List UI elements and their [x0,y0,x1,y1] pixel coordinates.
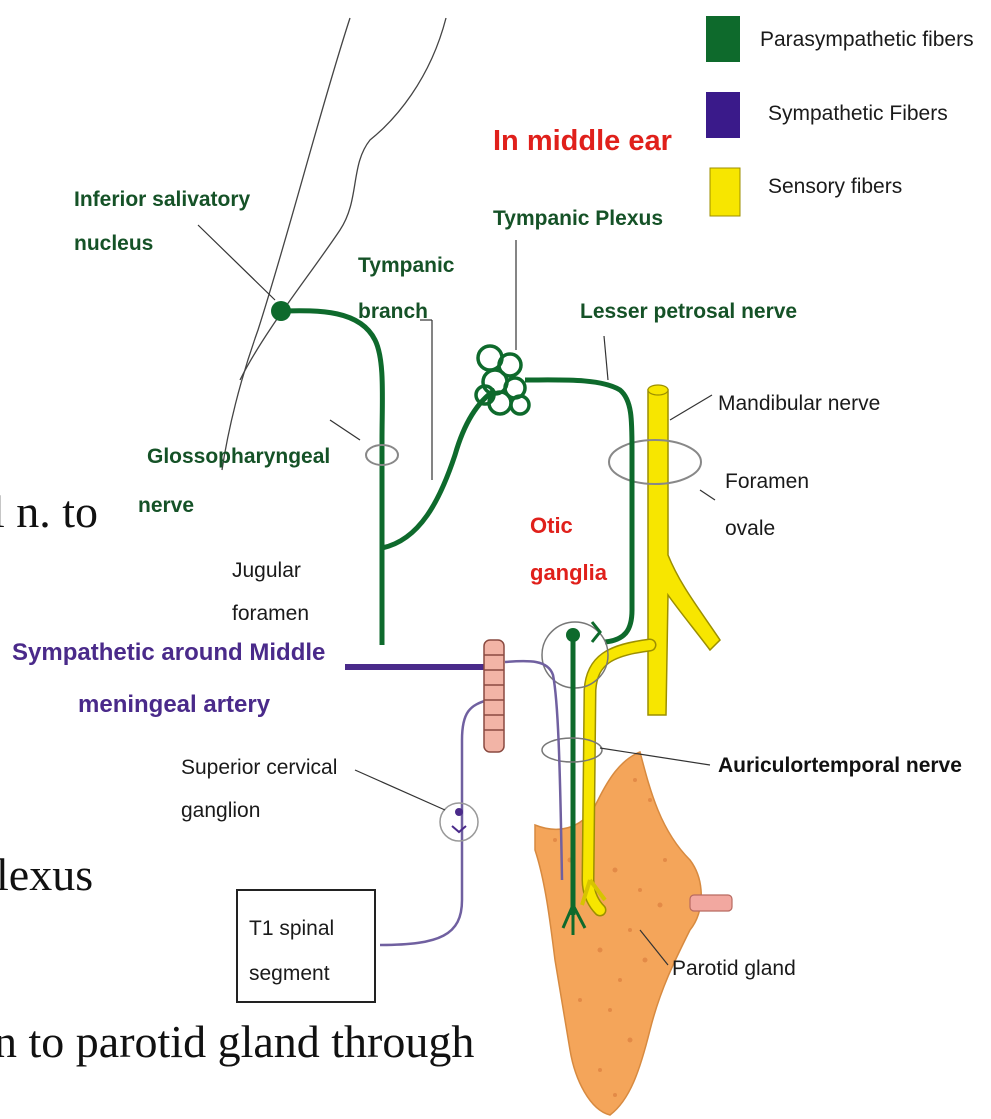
background-text-3: n to parotid gland through [0,1016,474,1067]
label-superior-cervical-2: ganglion [181,799,260,822]
label-foramen-ovale-2: ovale [725,517,775,540]
label-sympathetic-1: Sympathetic around Middle [12,639,325,666]
label-otic-2: ganglia [530,560,608,585]
mandibular-nerve [648,390,720,715]
t1-label-line2: segment [249,962,330,985]
superior-cervical-synapse [452,826,466,832]
legend-swatch-sympathetic [706,92,740,138]
legend: Parasympathetic fibers Sympathetic Fiber… [706,16,974,216]
label-mandibular-nerve: Mandibular nerve [718,392,880,415]
label-jugular-2: foramen [232,602,309,625]
background-text-2: lexus [0,849,93,900]
t1-label-line1: T1 spinal [249,917,334,940]
label-tympanic-branch-1: Tympanic [358,254,455,277]
label-inferior-salivatory-1: Inferior salivatory [74,188,251,211]
label-tympanic-branch-2: branch [358,300,428,323]
parotid-duct [690,895,732,911]
label-parotid-gland: Parotid gland [672,957,796,980]
legend-label-sensory: Sensory fibers [768,175,902,198]
legend-label-sympathetic: Sympathetic Fibers [768,102,948,125]
carotid-artery [484,640,504,752]
label-foramen-ovale-1: Foramen [725,470,809,493]
sympathetic-preganglionic [380,700,488,945]
label-superior-cervical-1: Superior cervical [181,756,337,779]
label-tympanic-plexus: Tympanic Plexus [493,207,663,230]
label-sympathetic-2: meningeal artery [78,691,271,718]
tympanic-branch-path [382,390,495,548]
mandibular-nerve-top [648,385,668,395]
superior-cervical-ganglion-cell [455,808,463,816]
background-text-1: l n. to [0,486,98,537]
t1-spinal-segment-box [237,890,375,1002]
brainstem-outline-right [240,18,446,380]
label-glossopharyngeal-2: nerve [138,494,194,517]
label-in-middle-ear: In middle ear [493,125,672,157]
legend-swatch-parasympathetic [706,16,740,62]
legend-label-parasympathetic: Parasympathetic fibers [760,28,974,51]
label-inferior-salivatory-2: nucleus [74,232,153,255]
otic-synapse [592,622,600,642]
glossopharyngeal-nerve-path [281,311,382,645]
label-jugular-1: Jugular [232,559,301,582]
label-otic-1: Otic [530,513,573,538]
label-auriculotemporal: Auriculortemporal nerve [718,754,962,777]
tympanic-plexus-knot [476,346,529,414]
lesser-petrosal-nerve-path [525,380,632,642]
label-glossopharyngeal-1: Glossopharyngeal [147,445,330,468]
legend-swatch-sensory [710,168,740,216]
label-lesser-petrosal: Lesser petrosal nerve [580,300,797,323]
